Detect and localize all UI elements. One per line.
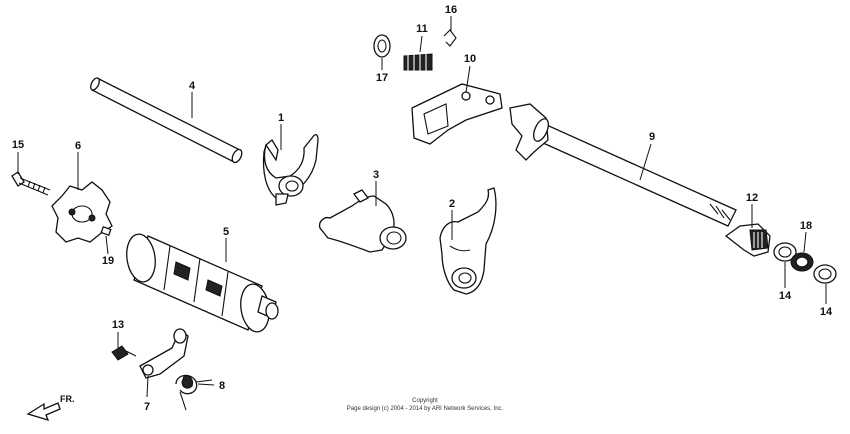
dowel-pin-19	[100, 225, 112, 237]
shift-plate-10	[411, 83, 503, 145]
shift-fork-2	[439, 187, 497, 295]
callout-13: 13	[112, 319, 124, 331]
spring-11	[403, 53, 433, 72]
washer-14a	[773, 242, 797, 262]
callout-18: 18	[800, 220, 812, 232]
washer-17	[373, 34, 391, 58]
callout-5: 5	[223, 226, 229, 238]
callout-2: 2	[449, 198, 455, 210]
callout-labels: 1 2 3 4 5 6 7 8 9 10 11 12 13 14 14 15 1…	[12, 4, 833, 413]
shift-spindle-9	[509, 103, 737, 227]
front-arrow: FR.	[26, 394, 75, 422]
shift-fork-1	[262, 134, 319, 206]
callout-15: 15	[12, 139, 24, 151]
shift-drum-5	[126, 233, 279, 333]
callout-8: 8	[219, 380, 225, 392]
leader-lines	[17, 16, 827, 398]
clip-16	[443, 29, 457, 47]
shift-fork-3	[318, 189, 407, 253]
front-arrow-label: FR.	[60, 394, 75, 404]
bolt-15	[11, 171, 51, 196]
callout-1: 1	[278, 112, 284, 124]
callout-3: 3	[373, 169, 379, 181]
return-spring-12	[724, 223, 771, 257]
callout-6: 6	[75, 140, 81, 152]
fork-shaft-4	[90, 77, 243, 164]
copyright-notice: Page design (c) 2004 - 2014 by ARI Netwo…	[346, 406, 504, 412]
stopper-arm-7	[139, 328, 189, 379]
callout-4: 4	[189, 80, 196, 92]
callout-14a: 14	[779, 290, 792, 302]
callout-7: 7	[144, 401, 150, 413]
spring-8	[175, 374, 213, 411]
oil-seal-18	[790, 252, 814, 272]
callout-11: 11	[416, 23, 428, 35]
callout-10: 10	[464, 53, 476, 65]
copyright-title: Copyright	[412, 398, 438, 404]
bolt-13	[111, 345, 137, 361]
callout-19: 19	[102, 255, 114, 267]
callout-14b: 14	[820, 306, 833, 318]
washer-14b	[813, 264, 837, 284]
callout-17: 17	[376, 72, 388, 84]
callout-12: 12	[746, 192, 758, 204]
callout-16: 16	[445, 4, 457, 16]
callout-9: 9	[649, 131, 655, 143]
